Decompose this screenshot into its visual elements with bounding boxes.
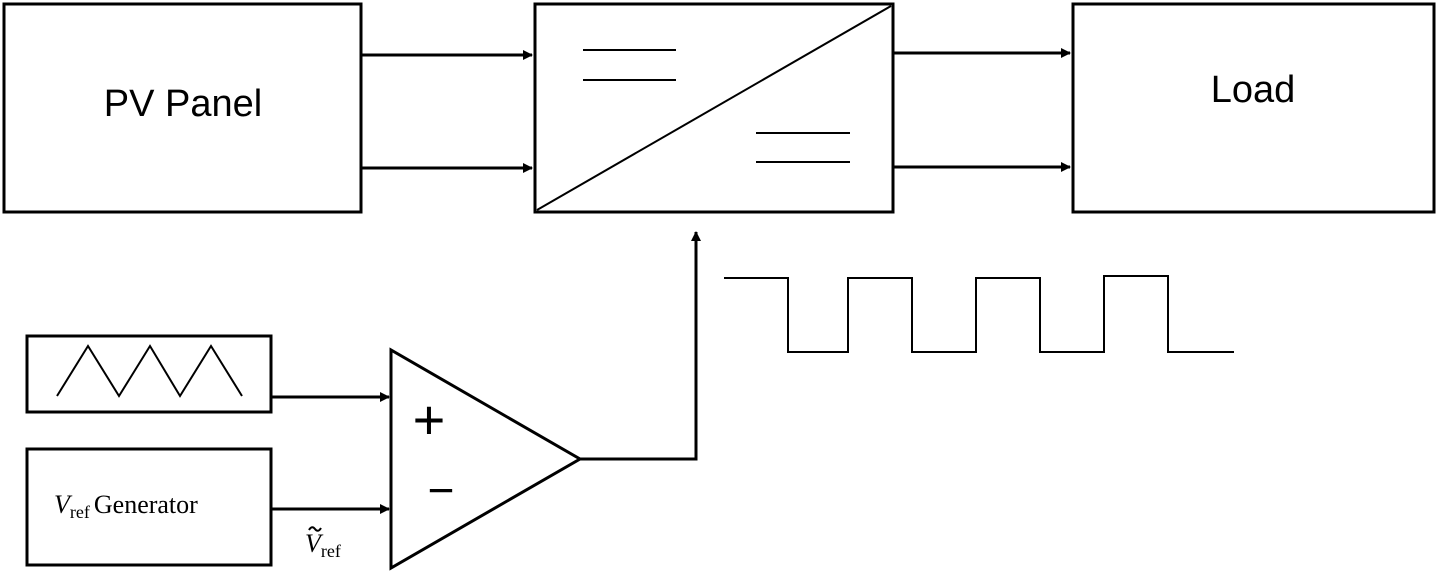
load-label: Load — [1211, 69, 1296, 111]
triangle-wave-block — [25, 334, 273, 414]
vref-generator-box — [25, 447, 273, 567]
comparator-triangle — [389, 347, 584, 571]
converter-diagonal — [536, 5, 892, 211]
dc-dc-converter-block — [533, 2, 895, 214]
vref-tilde-symbol: V — [305, 529, 324, 558]
pv-panel-block: PV Panel — [2, 2, 363, 214]
vref-generator-text: Generator — [94, 490, 198, 519]
load-box — [1071, 2, 1436, 214]
comparator-minus: − — [428, 464, 455, 516]
triangle-wave-icon — [56, 344, 243, 398]
comparator-plus: + — [413, 388, 446, 451]
pv-panel-label: PV Panel — [104, 83, 262, 125]
vref-tilde-subscript: ref — [321, 541, 341, 561]
pwm-square-wave — [724, 275, 1234, 353]
vref-generator-symbol: V — [54, 490, 73, 519]
vref-generator-subscript: ref — [70, 502, 90, 522]
vref-tilde-label: Vref — [305, 526, 341, 561]
pv-panel-box — [2, 2, 363, 214]
pwm-to-converter-arrow — [580, 231, 701, 461]
tilde-accent — [308, 526, 322, 532]
vref-tilde-text: Vref — [305, 529, 341, 561]
load-block: Load — [1071, 2, 1436, 214]
comparator: + − — [389, 347, 584, 571]
